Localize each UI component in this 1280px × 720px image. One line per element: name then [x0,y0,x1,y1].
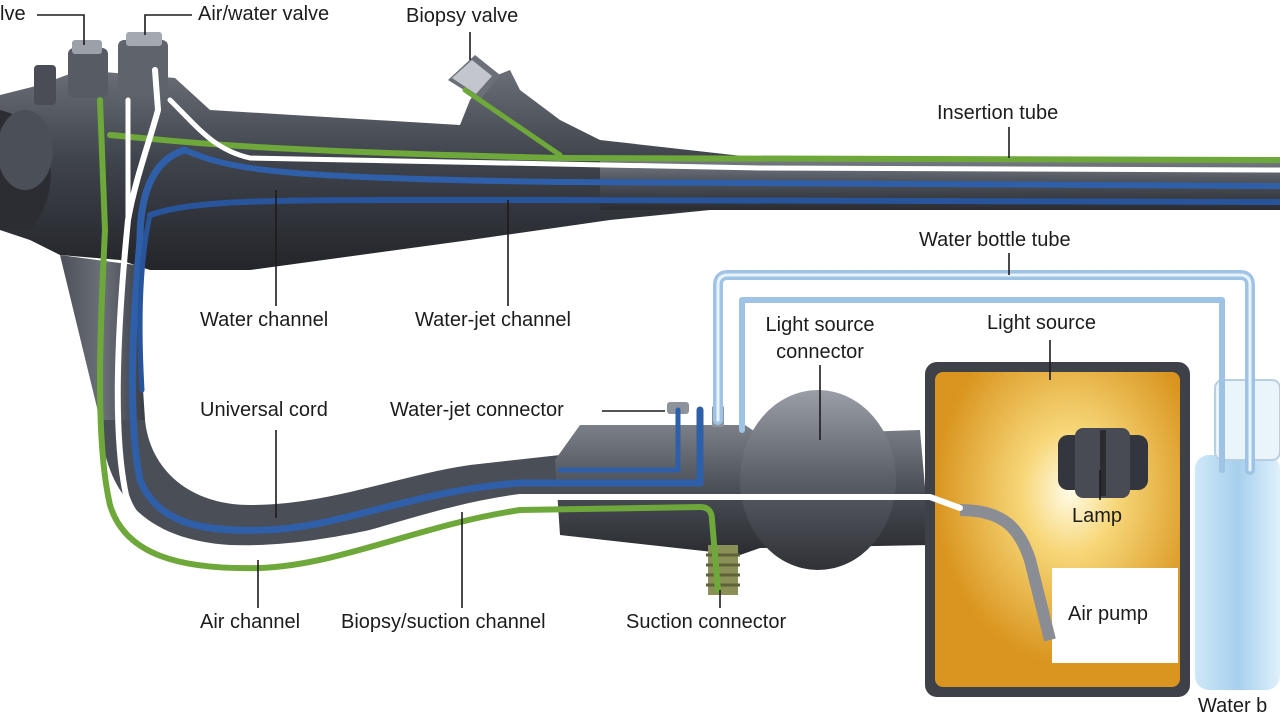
label-air-channel: Air channel [200,611,301,633]
channels [97,67,1280,593]
label-universal-cord: Universal cord [200,399,328,421]
light-source-box [925,362,1190,697]
label-lamp: Lamp [1072,505,1123,527]
label-valve-partial: lve [0,3,26,25]
label-biopsy-suction-channel: Biopsy/suction channel [341,611,546,633]
label-insertion-tube: Insertion tube [937,102,1059,124]
label-light-source-connector: Light source connector [765,314,875,363]
label-suction-connector: Suction connector [626,611,787,633]
label-water-jet-connector: Water-jet connector [390,399,564,421]
label-water-bottle-tube: Water bottle tube [919,229,1071,251]
air-channel-line [97,97,721,593]
label-water-bottle-partial: Water b [1198,695,1268,717]
label-light-source: Light source [987,312,1096,334]
water-jet-channel-line [147,196,1280,218]
water-channel-line [128,146,704,534]
label-water-channel: Water channel [200,309,329,331]
leader-lines [37,14,1101,608]
label-water-jet-channel: Water-jet channel [415,309,571,331]
label-biopsy-valve: Biopsy valve [406,5,519,27]
label-air-pump: Air pump [1068,603,1149,625]
biopsy-suction-channel-line [114,67,963,557]
label-air-water-valve: Air/water valve [198,3,330,25]
water-bottle [1195,379,1280,690]
